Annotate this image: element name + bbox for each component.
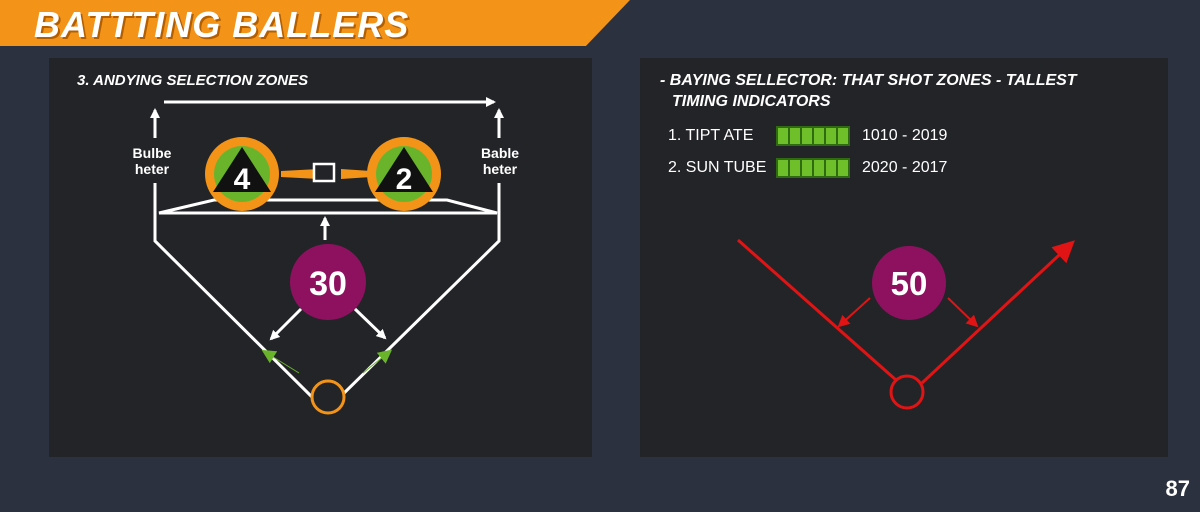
selection-zones-heading: 3. ANDYING SELECTION ZONES [77,72,309,89]
indicator-label: 2. SUN TUBE [668,159,767,176]
triangle-icon [375,147,433,192]
timing-bar [776,158,850,178]
triangle-icon [213,147,271,192]
zone-platform [158,198,498,215]
center-value-circle [290,244,366,320]
timing-bar [776,126,850,146]
left-red-line [737,238,897,382]
zone-connector-left [281,169,319,179]
center-square-icon [312,162,336,183]
left-side-label-line1: Bulbe [133,145,172,161]
indicator-row-2: 2. SUN TUBE 2020 - 2017 [668,157,947,179]
green-arrow-left [261,349,300,374]
down-left-arrow [269,307,303,341]
home-plate-circle [889,374,925,410]
shot-zones-heading-line1: - BAYING SELLECTOR: THAT SHOT ZONES - TA… [660,72,1077,89]
center-value-circle [872,246,946,320]
title-banner: BATTTING BALLERS [0,0,630,46]
center-value-left: 30 [309,265,347,303]
zone-left-number: 4 [234,163,251,196]
shot-zones-diagram: 50 [737,238,1075,410]
indicator-label: 1. TIPT ATE [668,127,754,144]
zone-right-number: 2 [396,163,413,196]
zone-right-marker: 2 [367,137,441,211]
green-arrow-right [362,349,393,374]
field-right-line [337,183,501,400]
down-right-red-arrow [947,297,979,328]
page-title: BATTTING BALLERS [34,4,410,45]
right-side-label-line1: Bable [481,145,519,161]
center-value-right: 50 [891,265,928,302]
home-plate-circle [310,379,346,415]
right-red-arrow [920,240,1075,385]
selection-zones-panel: 3. ANDYING SELECTION ZONES Bulbe heter B… [49,58,592,457]
shot-zones-heading-line2: TIMING INDICATORS [672,93,831,110]
indicator-row-1: 1. TIPT ATE 1010 - 2019 [668,125,947,147]
zone-left-marker: 4 [205,137,279,211]
field-left-line [153,183,315,400]
selection-zones-diagram: Bulbe heter Bable heter 4 2 30 [133,97,519,415]
left-side-label-line2: heter [135,161,170,177]
page-number: 87 [1165,476,1190,501]
right-side-label-line2: heter [483,161,518,177]
zone-connector-right [341,169,371,179]
indicator-range: 1010 - 2019 [862,127,948,144]
shot-zones-panel: - BAYING SELLECTOR: THAT SHOT ZONES - TA… [640,58,1168,457]
indicator-range: 2020 - 2017 [862,159,948,176]
down-right-arrow [353,307,387,340]
down-left-red-arrow [837,297,871,328]
